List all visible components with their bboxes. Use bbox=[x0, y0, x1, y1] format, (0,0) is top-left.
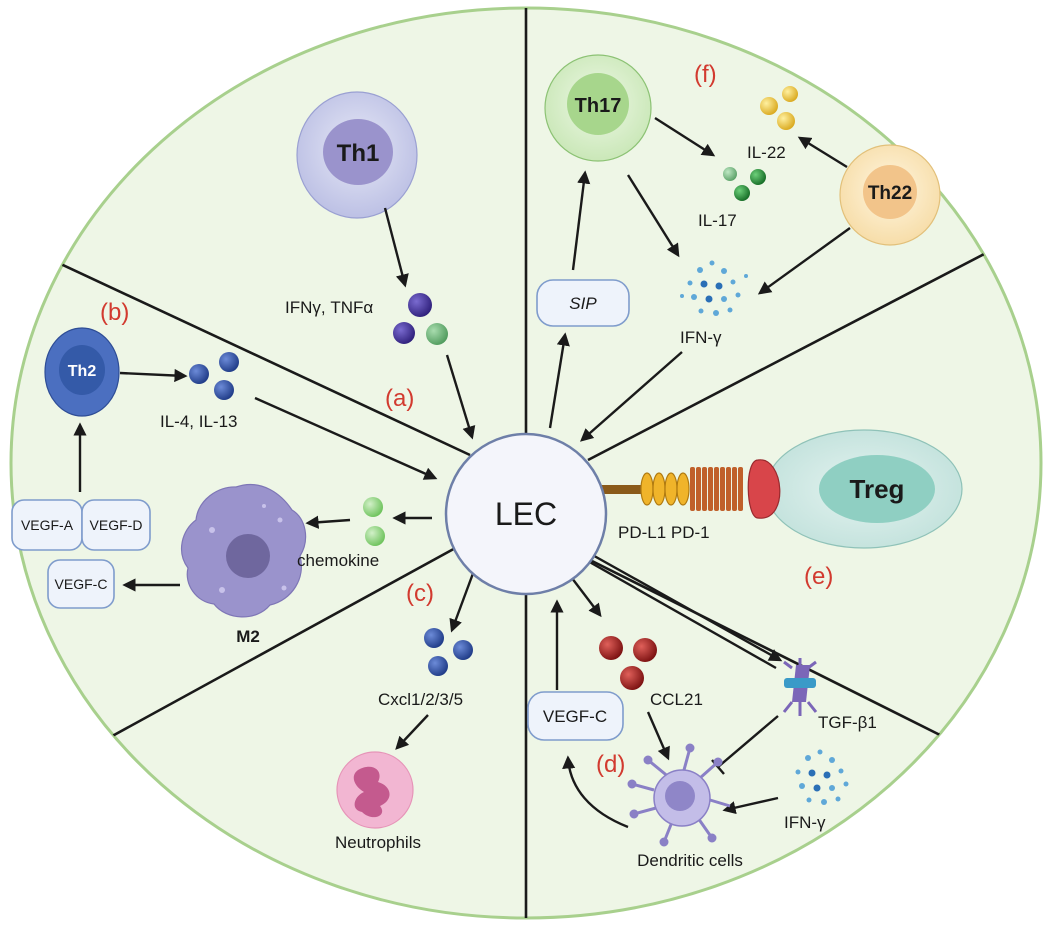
tgf-b1-receptor bbox=[782, 658, 818, 716]
ifng-tnfa-label: IFNγ, TNFα bbox=[285, 298, 373, 317]
vegf-c-left-label: VEGF-C bbox=[55, 576, 108, 592]
dendritic-cells-label: Dendritic cells bbox=[637, 851, 743, 870]
th22-cell: Th22 bbox=[839, 144, 941, 246]
cxcl-molecules bbox=[424, 628, 473, 676]
section-label-e: (e) bbox=[804, 563, 833, 590]
il17-molecules bbox=[723, 167, 766, 201]
ccl21-label: CCL21 bbox=[650, 690, 703, 709]
il22-molecules bbox=[760, 86, 798, 130]
th2-cell: Th2 bbox=[44, 327, 120, 417]
dendritic-cell-body bbox=[653, 769, 711, 827]
m2-macrophage bbox=[180, 483, 307, 618]
section-label-a: (a) bbox=[385, 385, 414, 412]
chemokine-label: chemokine bbox=[297, 551, 379, 570]
section-label-c: (c) bbox=[406, 580, 434, 607]
section-label-f: (f) bbox=[694, 61, 717, 88]
sip-label: SIP bbox=[569, 294, 597, 313]
th17-label: Th17 bbox=[575, 95, 622, 117]
neutrophil-cell bbox=[336, 751, 414, 829]
pdl1-pd1-label: PD-L1 PD-1 bbox=[618, 523, 710, 542]
neutrophils-label: Neutrophils bbox=[335, 833, 421, 852]
vegf-a-label: VEGF-A bbox=[21, 517, 74, 533]
chemokine-molecules bbox=[363, 497, 385, 546]
ifng-tnfa-molecules bbox=[393, 293, 448, 345]
section-label-d: (d) bbox=[596, 751, 625, 778]
il22-label: IL-22 bbox=[747, 143, 786, 162]
m2-label: M2 bbox=[236, 627, 260, 646]
tgf-b1-label: TGF-β1 bbox=[818, 713, 877, 732]
il4-il13-label: IL-4, IL-13 bbox=[160, 412, 238, 431]
ccl21-molecules bbox=[599, 636, 657, 690]
ifn-gamma-top-particles bbox=[680, 260, 748, 316]
th22-label: Th22 bbox=[868, 183, 912, 204]
th1-label: Th1 bbox=[337, 140, 380, 167]
vegf-d-box bbox=[81, 499, 151, 551]
il4-il13-molecules bbox=[189, 352, 239, 400]
vegf-c-bottom-label: VEGF-C bbox=[543, 707, 607, 726]
pdl1-pd1-complex bbox=[596, 459, 781, 519]
treg-label: Treg bbox=[850, 474, 905, 504]
section-label-b: (b) bbox=[100, 299, 129, 326]
vegf-c-left-box bbox=[47, 559, 115, 609]
th1-cell: Th1 bbox=[296, 91, 418, 219]
vegf-c-bottom-box bbox=[527, 691, 624, 741]
il17-label: IL-17 bbox=[698, 211, 737, 230]
sip-box bbox=[536, 279, 630, 327]
cxcl-label: Cxcl1/2/3/5 bbox=[378, 690, 463, 709]
treg-cell: Treg bbox=[765, 429, 963, 549]
ifn-gamma-bottom-particles bbox=[795, 749, 849, 805]
lec-label: LEC bbox=[495, 496, 557, 532]
dendritic-cell bbox=[627, 743, 731, 847]
lec-cell: LEC bbox=[444, 432, 608, 596]
ifn-gamma-bottom-label: IFN-γ bbox=[784, 813, 826, 832]
vegf-d-label: VEGF-D bbox=[90, 517, 143, 533]
ifn-gamma-top-label: IFN-γ bbox=[680, 328, 722, 347]
th17-cell: Th17 bbox=[544, 54, 652, 162]
th2-label: Th2 bbox=[68, 363, 97, 380]
